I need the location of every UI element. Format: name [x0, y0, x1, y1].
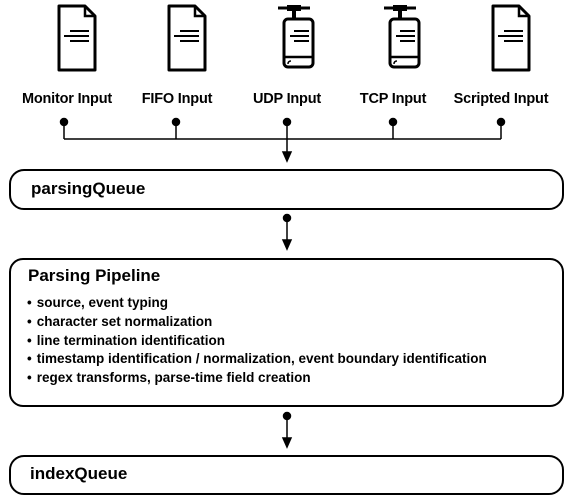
connector-dot-scripted	[496, 117, 506, 127]
input-udp: UDP Input	[232, 0, 342, 107]
input-label-udp: UDP Input	[252, 91, 321, 107]
connector-dot-tcp	[388, 117, 398, 127]
arrowhead-to-index-queue	[281, 437, 293, 449]
connector-dot-monitor	[59, 117, 69, 127]
input-label-scripted: Scripted Input	[453, 91, 549, 107]
input-label-tcp: TCP Input	[359, 91, 427, 107]
input-label-monitor: Monitor Input	[21, 91, 112, 107]
parsing-queue-title: parsingQueue	[31, 179, 146, 198]
input-tcp: TCP Input	[338, 0, 448, 107]
connector-dot-fifo	[171, 117, 181, 127]
connector-dot-udp	[282, 117, 292, 127]
pipeline-step: character set normalization	[27, 313, 487, 332]
document-icon	[167, 4, 207, 72]
pipeline-step: line termination identification	[27, 332, 487, 351]
index-queue-title: indexQueue	[30, 464, 128, 483]
network-device-icon	[384, 5, 421, 69]
pipeline-step: regex transforms, parse-time field creat…	[27, 369, 487, 388]
pipeline-step: timestamp identification / normalization…	[27, 350, 487, 369]
document-icon	[57, 4, 97, 72]
arrowhead-to-parsing-queue	[281, 151, 293, 163]
input-fifo: FIFO Input	[122, 0, 232, 107]
pipeline-step-list: source, event typing character set norma…	[27, 294, 487, 388]
input-monitor: Monitor Input	[12, 0, 122, 107]
document-icon	[491, 4, 531, 72]
arrowhead-to-pipeline	[281, 239, 293, 251]
index-queue-box: indexQueue	[9, 455, 564, 495]
input-scripted: Scripted Input	[446, 0, 556, 107]
input-label-fifo: FIFO Input	[141, 91, 213, 107]
parsing-pipeline-title: Parsing Pipeline	[28, 266, 161, 285]
pipeline-step: source, event typing	[27, 294, 487, 313]
parsing-queue-box: parsingQueue	[9, 169, 564, 210]
parsing-pipeline-box: Parsing Pipeline source, event typing ch…	[9, 258, 564, 407]
network-device-icon	[278, 5, 315, 69]
